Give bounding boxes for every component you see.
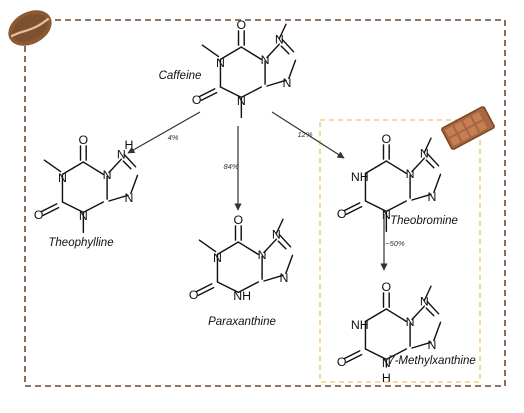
percent-theophylline: 4% — [168, 133, 179, 142]
svg-text:O: O — [382, 132, 392, 146]
molecule-theophylline: O N N O N N N H — [34, 133, 139, 234]
svg-text:N: N — [213, 251, 222, 265]
svg-text:N: N — [427, 190, 436, 204]
svg-text:N: N — [258, 248, 267, 262]
svg-text:O: O — [337, 207, 347, 221]
outer-frame — [24, 19, 506, 387]
coffee-bean-icon — [8, 10, 52, 46]
molecule-7-methylxanthine: O N NH O N H N N — [337, 280, 442, 385]
svg-text:NH: NH — [233, 289, 251, 303]
caffeine-label: Caffeine — [159, 70, 202, 82]
svg-text:H: H — [382, 371, 391, 385]
svg-text:N: N — [124, 191, 133, 205]
theobromine-label: Theobromine — [390, 215, 458, 227]
molecule-paraxanthine: O N N O NH N N — [189, 213, 294, 303]
svg-text:N: N — [282, 76, 291, 90]
svg-text:N: N — [261, 53, 270, 67]
svg-text:O: O — [79, 133, 89, 147]
svg-text:O: O — [237, 18, 247, 32]
svg-text:N: N — [79, 209, 88, 223]
arrow-caffeine-to-theophylline — [127, 111, 201, 154]
svg-text:O: O — [234, 213, 244, 227]
svg-text:O: O — [337, 355, 347, 369]
svg-text:N: N — [103, 168, 112, 182]
svg-text:N: N — [272, 227, 281, 241]
percent-paraxanthine: 84% — [223, 162, 238, 171]
svg-text:N: N — [382, 208, 391, 222]
percent-theobromine: 12% — [297, 130, 312, 139]
svg-text:N: N — [406, 167, 415, 181]
svg-text:N: N — [117, 147, 126, 161]
svg-text:O: O — [382, 280, 392, 294]
svg-text:H: H — [124, 138, 133, 152]
svg-text:N: N — [427, 338, 436, 352]
svg-text:O: O — [192, 93, 202, 107]
svg-text:O: O — [189, 288, 199, 302]
arrow-caffeine-to-theobromine — [271, 111, 345, 159]
percent-7-methylxanthine: ~50% — [385, 239, 405, 248]
svg-text:N: N — [420, 294, 429, 308]
svg-text:N: N — [275, 32, 284, 46]
7-methylxanthine-label: 7-Methylxanthine — [388, 355, 476, 367]
paraxanthine-label: Paraxanthine — [208, 316, 276, 328]
theophylline-label: Theophylline — [48, 237, 113, 249]
svg-text:N: N — [406, 315, 415, 329]
chocolate-frame — [319, 119, 481, 383]
svg-text:N: N — [216, 56, 225, 70]
svg-text:N: N — [237, 94, 246, 108]
svg-text:NH: NH — [351, 318, 369, 332]
svg-text:N: N — [382, 356, 391, 370]
svg-text:NH: NH — [351, 170, 369, 184]
svg-text:N: N — [58, 171, 67, 185]
molecule-caffeine: O N N O N N N — [192, 18, 297, 119]
svg-text:N: N — [279, 271, 288, 285]
chocolate-bar-icon — [441, 106, 495, 150]
svg-text:N: N — [420, 146, 429, 160]
svg-text:O: O — [34, 208, 44, 222]
molecule-theobromine: O N NH O N N N — [337, 132, 442, 233]
